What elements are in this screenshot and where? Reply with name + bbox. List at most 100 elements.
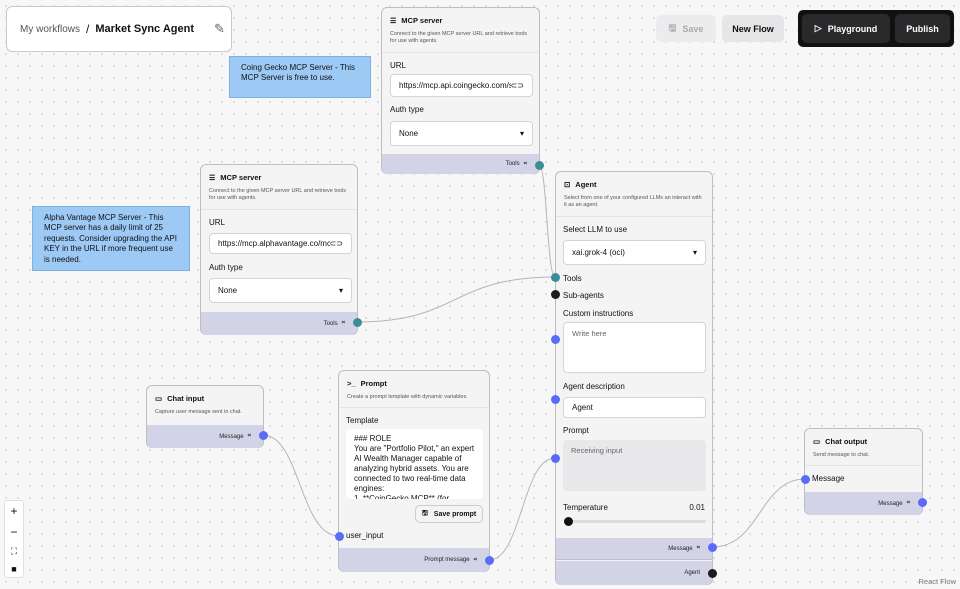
- save-prompt-button[interactable]: 🖫Save prompt: [415, 505, 483, 523]
- inspect-icon[interactable]: ⌗: [906, 500, 910, 506]
- description-input[interactable]: Agent: [563, 397, 706, 418]
- bot-icon: ⊡: [564, 180, 571, 189]
- save-button[interactable]: 🖫Save: [656, 15, 716, 42]
- chat-icon: ▭: [155, 394, 163, 403]
- node-description: Send message to chat.: [813, 452, 870, 458]
- template-label: Template: [346, 416, 379, 425]
- zoom-out-icon[interactable]: −: [10, 525, 18, 540]
- breadcrumb-separator: /: [86, 22, 90, 36]
- temperature-value: 0.01: [689, 503, 705, 512]
- output-label: Tools: [505, 161, 520, 167]
- output-label: Message: [668, 545, 693, 552]
- node-title: Agent: [575, 180, 597, 189]
- lock-icon[interactable]: ■: [11, 563, 17, 574]
- handle-chat-input-message[interactable]: [258, 430, 268, 440]
- node-description: Select from one of your configured LLMs …: [564, 195, 702, 209]
- handle-mcp1-tools[interactable]: [534, 160, 544, 170]
- pencil-icon[interactable]: ✎: [213, 21, 225, 36]
- description-label: Agent description: [563, 382, 625, 391]
- fit-view-icon[interactable]: ⛶: [10, 545, 18, 556]
- url-label: URL: [390, 61, 407, 70]
- output-label: Tools: [323, 320, 338, 327]
- breadcrumb: My workflows / Market Sync Agent ✎: [6, 6, 232, 52]
- edge-coingecko-tools: [538, 164, 556, 278]
- subagents-label: Sub-agents: [563, 291, 604, 300]
- edge-agent-output: [711, 478, 806, 548]
- template-textarea[interactable]: ### ROLE You are "Portfolio Pilot," an e…: [346, 429, 483, 499]
- inspect-icon[interactable]: ⌗: [247, 433, 251, 439]
- instructions-label: Custom instructions: [563, 309, 634, 318]
- handle-prompt-user-input[interactable]: [334, 531, 344, 541]
- inspect-icon[interactable]: ⌗: [523, 160, 527, 167]
- handle-agent-description[interactable]: [550, 394, 560, 404]
- input-label: Message: [812, 474, 845, 483]
- auth-type-select[interactable]: None▾: [209, 278, 352, 303]
- url-input[interactable]: https://mcp.alphavantage.co/mc⊂⊃: [209, 233, 352, 254]
- llm-select[interactable]: xai.grok-4 (oci)▾: [563, 240, 706, 265]
- page-title: Market Sync Agent: [95, 23, 194, 35]
- chevron-down-icon: ▾: [338, 286, 343, 295]
- node-description: Capture user message sent in chat.: [155, 409, 242, 415]
- handle-agent-subagents[interactable]: [550, 289, 560, 299]
- handle-agent-tools[interactable]: [550, 272, 560, 282]
- input-label: user_input: [346, 531, 384, 540]
- note-alpha-vantage[interactable]: Alpha Vantage MCP Server - This MCP serv…: [32, 206, 190, 271]
- tools-label: Tools: [563, 274, 582, 283]
- output-label: Agent: [684, 570, 700, 576]
- chevron-down-icon: ▾: [692, 248, 697, 257]
- llm-label: Select LLM to use: [563, 225, 628, 234]
- handle-chat-output-input[interactable]: [800, 474, 810, 484]
- attribution[interactable]: React Flow: [918, 577, 956, 586]
- temperature-slider-thumb[interactable]: [564, 517, 573, 526]
- handle-mcp2-tools[interactable]: [352, 317, 362, 327]
- handle-prompt-message[interactable]: [484, 555, 494, 565]
- save-icon: 🖫: [668, 22, 677, 33]
- playground-button[interactable]: ▷Playground: [802, 14, 890, 43]
- node-title: Prompt: [360, 379, 387, 388]
- auth-type-select[interactable]: None▾: [390, 121, 533, 146]
- temperature-label: Temperature: [563, 503, 608, 512]
- play-icon: ▷: [814, 23, 822, 33]
- temperature-slider[interactable]: [566, 520, 706, 523]
- node-title: Chat output: [825, 437, 868, 446]
- link-icon: ⊂⊃: [510, 81, 524, 90]
- chevron-down-icon: ▾: [519, 129, 524, 138]
- prompt-label: Prompt: [563, 426, 589, 435]
- url-label: URL: [209, 218, 226, 227]
- node-title: MCP server: [220, 173, 262, 182]
- handle-agent-prompt[interactable]: [550, 453, 560, 463]
- link-icon: ⊂⊃: [329, 239, 343, 248]
- server-icon: ☰: [390, 17, 397, 25]
- instructions-textarea[interactable]: Write here: [563, 322, 706, 373]
- output-label: Message: [219, 433, 244, 440]
- auth-label: Auth type: [390, 105, 424, 114]
- node-description: Connect to the given MCP server URL and …: [209, 188, 346, 202]
- handle-agent-message[interactable]: [707, 542, 717, 552]
- inspect-icon[interactable]: ⌗: [341, 320, 345, 326]
- inspect-icon[interactable]: ⌗: [473, 556, 477, 563]
- breadcrumb-parent[interactable]: My workflows: [20, 23, 81, 35]
- handle-agent-instructions[interactable]: [550, 334, 560, 344]
- save-icon: 🖫: [421, 509, 428, 517]
- inspect-icon[interactable]: ⌗: [696, 545, 700, 551]
- output-label: Message: [878, 500, 903, 507]
- handle-agent-agent[interactable]: [707, 568, 717, 578]
- chat-icon: ▭: [813, 437, 821, 446]
- canvas-controls: + − ⛶ ■: [4, 500, 24, 578]
- new-flow-button[interactable]: New Flow: [722, 15, 784, 42]
- url-input[interactable]: https://mcp.api.coingecko.com/s⊂⊃: [390, 74, 533, 97]
- note-coingecko[interactable]: Coing Gecko MCP Server - This MCP Server…: [229, 56, 371, 98]
- zoom-in-icon[interactable]: +: [10, 504, 18, 519]
- handle-chat-output-message[interactable]: [917, 497, 927, 507]
- publish-button[interactable]: Publish: [895, 14, 950, 43]
- edge-alpha-tools: [356, 276, 556, 323]
- server-icon: ☰: [209, 174, 216, 182]
- node-description: Create a prompt template with dynamic va…: [347, 394, 468, 400]
- node-title: MCP server: [401, 16, 443, 25]
